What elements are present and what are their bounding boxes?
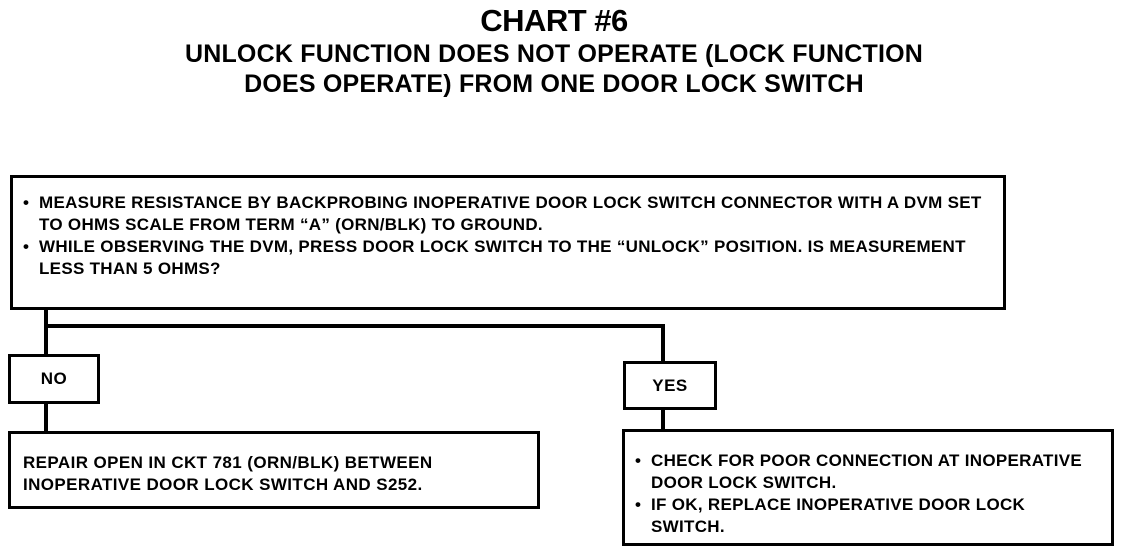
no-result-text: REPAIR OPEN IN CKT 781 (ORN/BLK) BETWEEN… [23,453,433,494]
chart-subtitle-line-1: UNLOCK FUNCTION DOES NOT OPERATE (LOCK F… [184,40,924,68]
connector-right-stem [661,324,665,362]
no-result-box: REPAIR OPEN IN CKT 781 (ORN/BLK) BETWEEN… [8,431,540,509]
yes-result-box: CHECK FOR POOR CONNECTION AT INOPERATIVE… [622,429,1114,546]
connector-no-to-result [44,402,48,433]
yes-label-text: YES [652,375,688,395]
connector-yes-to-result [661,408,665,432]
connector-horizontal [44,324,665,328]
no-label-text: NO [40,369,68,388]
yes-bullet-1: CHECK FOR POOR CONNECTION AT INOPERATIVE… [633,450,1103,494]
yes-bullet-list: CHECK FOR POOR CONNECTION AT INOPERATIVE… [633,450,1103,538]
chart-title: CHART #6 [480,3,628,38]
yes-bullet-2: IF OK, REPLACE INOPERATIVE DOOR LOCK SWI… [633,494,1103,538]
step-bullet-list: MEASURE RESISTANCE BY BACKPROBING INOPER… [21,192,983,280]
chart-subtitle-line-2: DOES OPERATE) FROM ONE DOOR LOCK SWITCH [244,70,864,98]
yes-branch-label: YES [623,361,717,410]
step-bullet-1: MEASURE RESISTANCE BY BACKPROBING INOPER… [21,192,983,236]
step-box: MEASURE RESISTANCE BY BACKPROBING INOPER… [10,175,1006,310]
no-branch-label: NO [8,354,100,404]
step-bullet-2: WHILE OBSERVING THE DVM, PRESS DOOR LOCK… [21,236,983,280]
connector-left-stem [44,309,48,355]
